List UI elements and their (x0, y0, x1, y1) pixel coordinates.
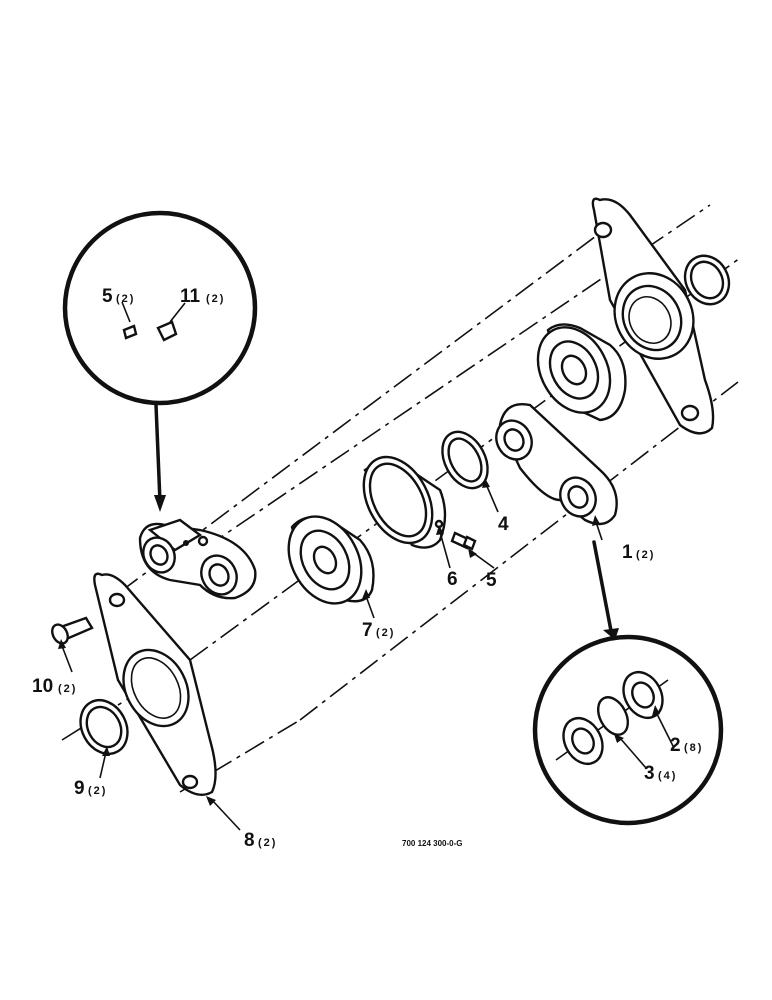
callout-8-qty: (2) (258, 837, 277, 849)
callout-5: 5 (486, 570, 497, 591)
callout-10-qty: (2) (58, 683, 77, 695)
callout-7: 7 (362, 620, 373, 641)
callout-1-qty: (2) (636, 549, 655, 561)
seal-ring-left (79, 699, 129, 755)
callout-5-detail: 5 (102, 286, 113, 307)
detail-circle-bottom (532, 540, 724, 826)
seal-ring-4 (441, 430, 489, 490)
grease-fitting-angled-detail (156, 320, 178, 342)
grease-fitting (450, 531, 477, 551)
callout-11-qty: (2) (206, 293, 225, 305)
seal-ring-right (683, 254, 731, 306)
right-mounting-plate (591, 197, 715, 435)
callout-2-qty: (8) (684, 742, 703, 754)
leader-lines (58, 478, 675, 831)
callout-9: 9 (74, 778, 85, 799)
callout-11: 11 (180, 286, 201, 307)
callout-3-qty: (4) (658, 770, 677, 782)
callout-1: 1 (622, 542, 633, 563)
detail-circle-top (62, 210, 258, 512)
left-mounting-plate (93, 572, 217, 796)
callout-10: 10 (32, 676, 53, 697)
drawing-code: 700 124 300-0-G (402, 839, 463, 848)
callout-5-detail-qty: (2) (116, 293, 135, 305)
callout-7-qty: (2) (376, 627, 395, 639)
callout-2: 2 (670, 735, 681, 756)
callout-8: 8 (244, 830, 255, 851)
callout-3: 3 (644, 763, 655, 784)
callout-9-qty: (2) (88, 785, 107, 797)
linkage-arm-left (138, 518, 257, 600)
collar-sleeve (362, 455, 447, 549)
bearing-upper (536, 323, 627, 422)
bolt (51, 616, 94, 645)
callout-6: 6 (447, 569, 458, 590)
bearing-lower (287, 515, 375, 605)
grease-fitting-detail (122, 324, 138, 340)
linkage-arm (495, 403, 618, 526)
callout-labels: 1 (2) 2 (8) 3 (4) 4 5 5 (2) 6 7 (2) 8 (2… (32, 286, 703, 851)
callout-4: 4 (498, 514, 509, 535)
